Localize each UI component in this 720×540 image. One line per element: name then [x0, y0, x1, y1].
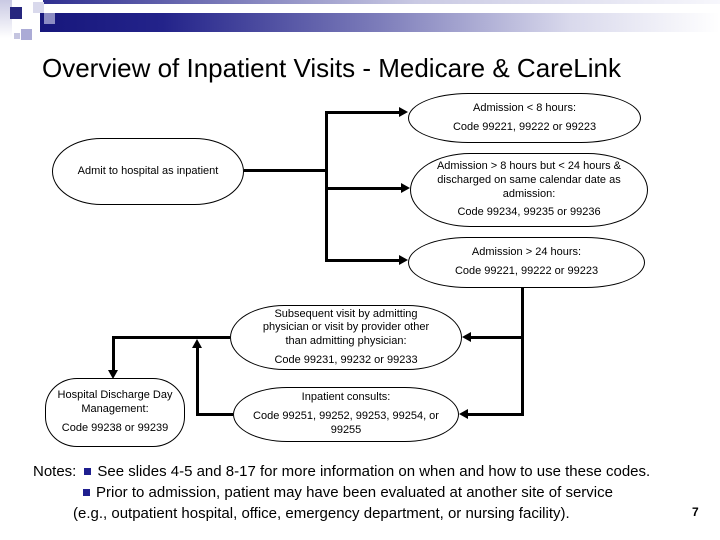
connector-branch-8to24 [325, 187, 401, 190]
notes-line-1: Notes: See slides 4-5 and 8-17 for more i… [33, 463, 650, 480]
decor-header-bar [40, 13, 720, 32]
note-item-text: (e.g., outpatient hospital, office, emer… [73, 505, 570, 522]
node-admit-text: Admit to hospital as inpatient [77, 164, 219, 177]
note-item-text: Prior to admission, patient may have bee… [96, 484, 613, 501]
note-item-text: See slides 4-5 and 8-17 for more informa… [97, 463, 651, 480]
connector-branch-lt8 [325, 111, 399, 114]
node-code: Code 99234, 99235 or 99236 [457, 206, 601, 219]
node-admission-lt-8-hours: Admission < 8 hours: Code 99221, 99222 o… [408, 93, 641, 143]
bullet-square-icon [83, 489, 90, 496]
node-desc: Inpatient consults: [301, 391, 391, 404]
connector-trunk-vertical [325, 111, 328, 262]
notes-line-3: (e.g., outpatient hospital, office, emer… [73, 505, 570, 522]
node-code: Code 99221, 99222 or 99223 [454, 265, 599, 277]
node-desc: Admission > 8 hours but < 24 hours & dis… [436, 160, 622, 200]
arrowhead-consults-icon [459, 409, 468, 419]
connector-to-subsequent [471, 336, 524, 339]
connector-subsequent-left [112, 336, 230, 339]
notes-label: Notes: [33, 463, 77, 480]
node-hospital-discharge: Hospital Discharge Day Management: Code … [45, 378, 185, 447]
arrowhead-discharge-icon [108, 370, 118, 379]
node-desc: Admission < 8 hours: [472, 101, 577, 114]
page-number: 7 [692, 505, 699, 519]
connector-down-to-discharge [112, 336, 115, 371]
connector-consults-up [196, 347, 199, 416]
connector-to-consults [468, 413, 524, 416]
notes-line-2: Prior to admission, patient may have bee… [83, 484, 613, 501]
connector-admit-to-trunk [244, 169, 328, 172]
node-subsequent-visit: Subsequent visit by admitting physician … [230, 305, 462, 370]
decor-gradient-strip [0, 0, 12, 38]
node-code: Code 99231, 99232 or 99233 [274, 353, 418, 366]
arrowhead-gt24-icon [399, 255, 408, 265]
connector-consults-left [196, 413, 233, 416]
connector-branch-gt24 [325, 259, 399, 262]
decor-square-light [33, 2, 44, 13]
node-code: Code 99251, 99252, 99253, 99254, or 9925… [253, 410, 439, 436]
arrowhead-subsequent-icon [462, 332, 471, 342]
node-code: Code 99221, 99222 or 99223 [452, 120, 597, 133]
decor-square-tiny [14, 33, 20, 39]
connector-gt24-down [521, 288, 524, 416]
arrowhead-up-from-consults-icon [192, 339, 202, 348]
decor-top-bar [43, 0, 720, 4]
arrowhead-lt8-icon [399, 107, 408, 117]
node-admission-8-to-24-hours: Admission > 8 hours but < 24 hours & dis… [410, 153, 648, 227]
slide-title: Overview of Inpatient Visits - Medicare … [42, 53, 621, 83]
decor-square-medium [44, 13, 55, 24]
node-admit-inpatient: Admit to hospital as inpatient [52, 138, 244, 205]
node-code: Code 99238 or 99239 [61, 421, 169, 434]
bullet-square-icon [84, 468, 92, 475]
node-desc: Admission > 24 hours: [471, 246, 582, 259]
decor-square-dark [10, 7, 22, 19]
node-inpatient-consults: Inpatient consults: Code 99251, 99252, 9… [233, 387, 459, 442]
node-desc: Hospital Discharge Day Management: [57, 389, 173, 416]
node-admission-gt-24-hours: Admission > 24 hours: Code 99221, 99222 … [408, 237, 645, 288]
node-desc: Subsequent visit by admitting physician … [262, 307, 430, 348]
arrowhead-8to24-icon [401, 183, 410, 193]
decor-square-medium-2 [21, 29, 32, 40]
